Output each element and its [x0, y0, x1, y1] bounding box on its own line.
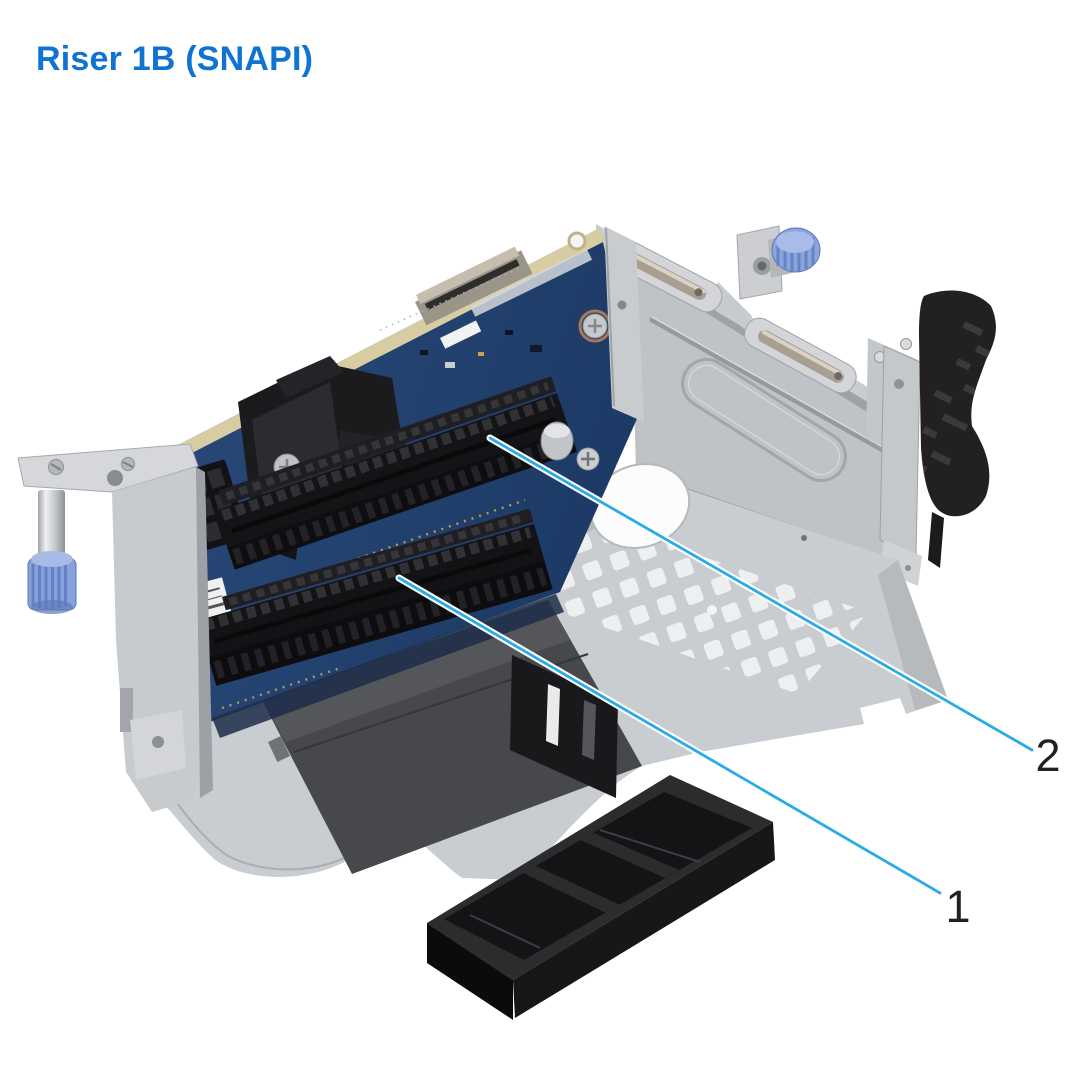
bracket-hole: [107, 470, 123, 486]
rail-a-rod: [614, 245, 707, 300]
thumbscrew-knob-right: [771, 227, 821, 273]
back-wall-face: [630, 252, 903, 562]
left-mounting-bracket: [17, 443, 213, 812]
right-thumbscrew: [736, 225, 821, 300]
front-corner-post: [604, 226, 644, 422]
capacitor-and-screw: [540, 421, 600, 471]
latch-hinge-plate: [879, 345, 922, 586]
callout-label-1: 1: [945, 881, 970, 932]
page-title: Riser 1B (SNAPI): [36, 40, 314, 78]
pcie-slot-upper: [214, 376, 578, 570]
latch-body: [919, 290, 996, 517]
rail-b-rod: [758, 330, 845, 383]
latch-tail: [928, 512, 944, 568]
post-hole: [617, 300, 627, 310]
card-guide-rod: [649, 317, 889, 455]
edge-connector-strip: [470, 249, 593, 317]
pcie-slot-lower: [197, 508, 553, 686]
slotted-rail-b: [744, 317, 857, 394]
floor-dimple: [707, 605, 717, 615]
column-gap-slit: [546, 684, 560, 746]
back-wall-stamped-oval-highlight: [687, 364, 841, 476]
pcb-bottom-shadow: [212, 594, 564, 738]
leader-line-2: [488, 436, 1034, 752]
foot-divider: [523, 866, 620, 913]
column-highlight: [582, 700, 596, 760]
copper-ring-screw: [578, 309, 612, 343]
support-foot: [427, 655, 775, 1020]
bracket-wall-slot: [120, 688, 133, 732]
bracket-standoff: [38, 490, 65, 562]
callouts: 2 1: [395, 434, 1061, 932]
floor-round-hole: [589, 463, 691, 549]
rivet: [900, 338, 912, 350]
card-guide-rod-highlight: [651, 316, 887, 450]
floor-vent-grid: [548, 518, 868, 694]
hinge-screw: [894, 379, 904, 389]
callout-label-2: 2: [1035, 730, 1060, 781]
foot-front-left-face: [427, 923, 513, 1020]
foot-recess: [444, 792, 752, 960]
bracket-top-plate: [17, 443, 199, 493]
hinge-bottom-tab: [880, 540, 922, 586]
pcb-mounting-hole: [567, 231, 587, 251]
foam-notch: [268, 736, 290, 762]
foot-divider: [580, 833, 679, 878]
left-thumbscrew: [27, 551, 77, 614]
bracket-wall-edge: [196, 467, 213, 798]
floor-right-edge-shade: [878, 560, 948, 710]
back-wall-stamped-oval: [681, 357, 847, 483]
leader-line-1: [397, 576, 942, 895]
snapi-edge-connector: [415, 246, 533, 326]
foot-front-right-face: [513, 822, 775, 1018]
